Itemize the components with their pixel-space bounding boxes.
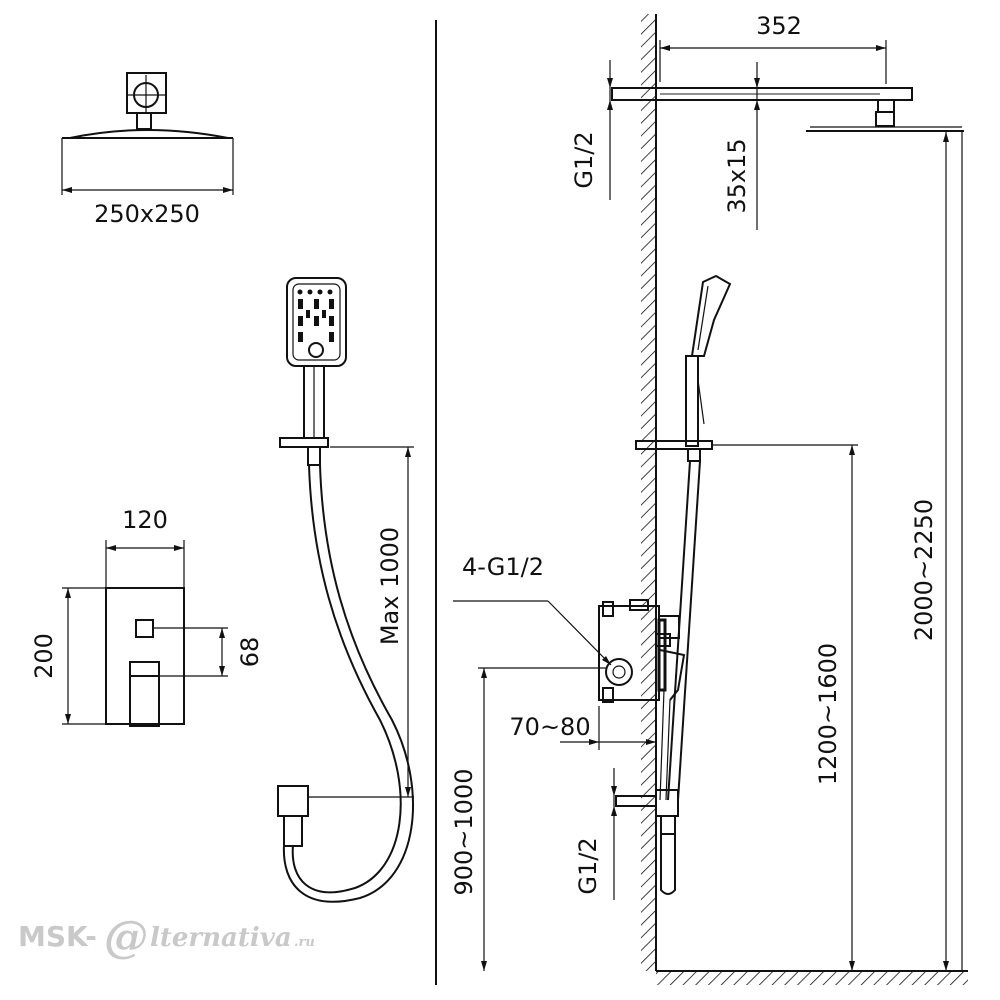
valve-depth-label: 70~80 bbox=[509, 713, 590, 741]
inlets-label: 4-G1/2 bbox=[462, 553, 544, 581]
svg-text:MSK-: MSK- bbox=[18, 920, 97, 953]
head-height-label: 2000~2250 bbox=[910, 499, 938, 641]
svg-text:.ru: .ru bbox=[294, 935, 315, 950]
hand-shower-assembly bbox=[277, 277, 414, 903]
valve-width-label: 120 bbox=[122, 506, 168, 534]
height-dimensions bbox=[478, 132, 963, 971]
top-thread-label: G1/2 bbox=[570, 131, 598, 188]
watermark-logo: MSK- @ lternativa .ru bbox=[18, 912, 315, 963]
holder-height-label: 1200~1600 bbox=[814, 643, 842, 785]
svg-text:lternativa: lternativa bbox=[150, 923, 292, 953]
wall-side-view bbox=[641, 14, 968, 985]
hose-length-label: Max 1000 bbox=[376, 527, 404, 645]
arm-length-label: 352 bbox=[756, 12, 802, 40]
slide-rail-and-hand-shower-side bbox=[611, 274, 732, 900]
arm-section-label: 35x15 bbox=[723, 138, 751, 213]
shower-arm-and-head bbox=[607, 40, 964, 230]
bottom-thread-label: G1/2 bbox=[574, 837, 602, 894]
svg-text:@: @ bbox=[104, 912, 148, 963]
head-size-label: 250x250 bbox=[94, 200, 200, 228]
valve-height-label: 200 bbox=[30, 633, 58, 679]
valve-floor-height-label: 900~1000 bbox=[450, 769, 478, 896]
valve-spacing-label: 68 bbox=[236, 637, 264, 668]
mixer-body-side bbox=[453, 599, 667, 750]
mixer-valve-plate bbox=[62, 540, 228, 727]
shower-head-front-view bbox=[61, 72, 234, 195]
